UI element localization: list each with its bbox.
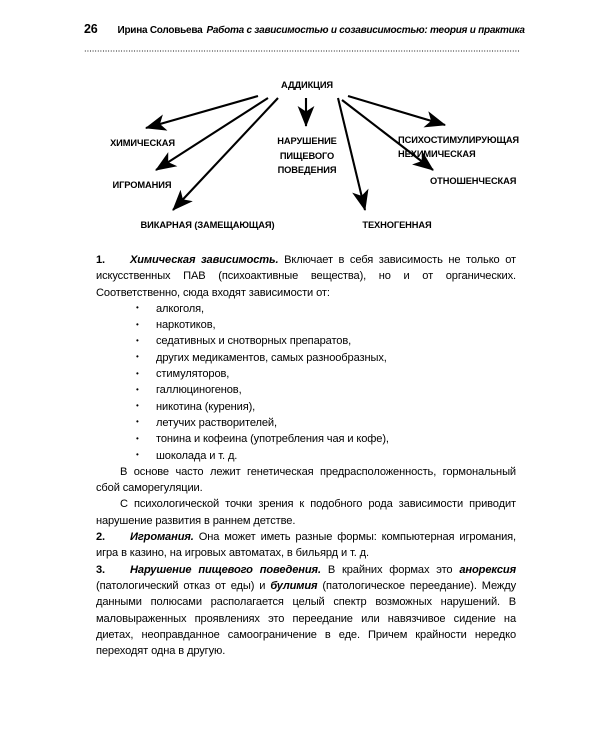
paragraph-item-2: 2. Игромания. Она может иметь разные форм… [96,529,516,562]
paragraph-psychological: С психологической точки зрения к подобно… [96,496,516,529]
chemical-dependency-list: алкоголя, наркотиков, седативных и снотв… [96,300,516,464]
list-item: галлюциногенов, [96,382,516,399]
eating-disorder-line-1: НАРУШЕНИЕ [277,136,337,146]
diagram-node-chemical: ХИМИЧЕСКАЯ [110,138,175,148]
eating-disorder-line-3: ПОВЕДЕНИЯ [277,165,337,175]
header-divider [84,50,520,52]
paragraph-genetic: В основе часто лежит генетическая предра… [96,464,516,497]
term-bulimia: булимия [270,579,318,592]
paragraph-item-3: 3. Нарушение пищевого поведения. В крайни… [96,562,516,660]
item-2-run-in: Игромания. [130,531,194,544]
item-3-text-b: (патологический отказ от еды) и [96,579,271,592]
item-3-run-in: Нарушение пищевого поведения. [130,563,321,576]
list-item: алкоголя, [96,300,516,317]
diagram-node-eating-disorder: НАРУШЕНИЕ ПИЩЕВОГО ПОВЕДЕНИЯ [247,134,367,178]
item-3-text-c: (патологическое переедание). Между данны… [96,579,517,658]
book-title: Работа с зависимостью и созависимостью: … [206,25,525,36]
item-3-text-a: В крайних формах это [320,563,460,576]
diagram-node-psychostimulating: ПСИХОСТИМУЛИРУЮЩАЯ [398,135,520,145]
item-2-text: Она может иметь разные формы: компьютерн… [96,531,516,560]
diagram-node-relational: ОТНОШЕНЧЕСКАЯ [430,176,517,186]
list-item: тонина и кофеина (употребления чая и коф… [96,431,516,448]
body-text: 1. Химическая зависимость. Включает в себ… [96,252,516,659]
addiction-types-diagram: АДДИКЦИЯ ХИМИЧЕСКАЯ ИГРОМАНИЯ ВИКАРНАЯ (… [80,68,530,243]
list-item: летучих растворителей, [96,414,516,431]
list-item: наркотиков, [96,317,516,334]
diagram-arrows [144,94,447,212]
list-item: никотина (курения), [96,398,516,415]
diagram-node-vicarious: ВИКАРНАЯ (ЗАМЕЩАЮЩАЯ) [140,220,275,230]
item-1-number: 1. [96,254,106,266]
diagram-node-nonchemical: НЕХИМИЧЕСКАЯ [398,149,476,159]
list-item: седативных и снотворных препаратов, [96,333,516,350]
term-anorexia: анорексия [459,563,516,576]
diagram-node-technogenic: ТЕХНОГЕННАЯ [362,220,432,230]
list-item: шоколада и т. д. [96,447,516,464]
diagram-node-gambling: ИГРОМАНИЯ [112,180,172,190]
eating-disorder-line-2: ПИЩЕВОГО [279,150,335,161]
running-head: 26 Ирина Соловьева Работа с зависимостью… [84,22,525,36]
diagram-node-root: АДДИКЦИЯ [280,80,334,90]
item-3-number: 3. [96,563,106,576]
list-item: других медикаментов, самых разнообразных… [96,349,516,366]
paragraph-genetic-text: В основе часто лежит генетическая предра… [96,465,516,495]
item-2-number: 2. [96,531,106,544]
item-1-text: Включает в себя зависимость не только от… [96,254,516,299]
list-item: стимуляторов, [96,366,516,383]
paragraph-item-1: 1. Химическая зависимость. Включает в себ… [96,252,516,301]
item-1-run-in: Химическая зависимость. [130,254,279,266]
author-name: Ирина Соловьева [117,25,203,36]
paragraph-psychological-text: С психологической точки зрения к подобно… [96,498,516,527]
page-number: 26 [84,22,98,36]
